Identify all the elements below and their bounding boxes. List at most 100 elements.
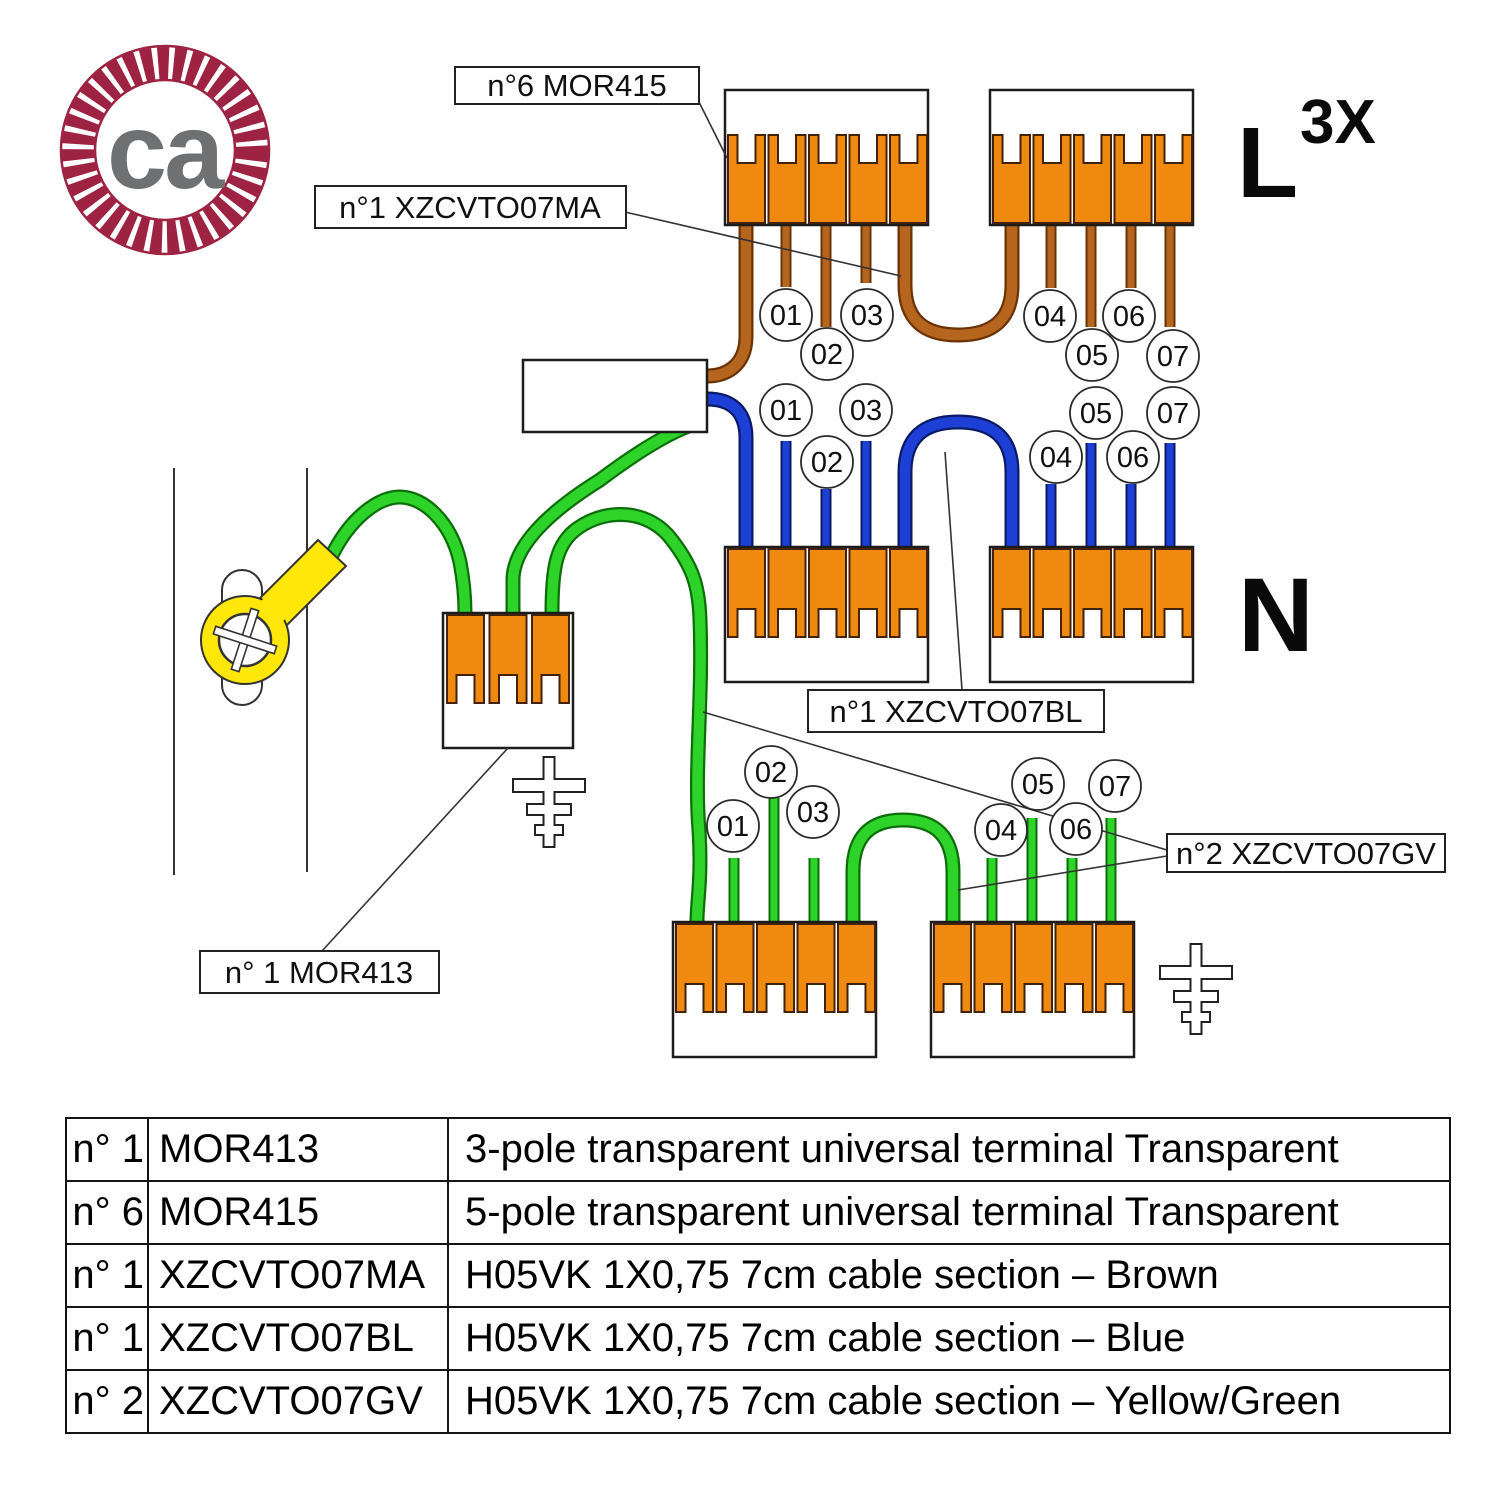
svg-text:04: 04 bbox=[1040, 442, 1072, 474]
svg-text:06: 06 bbox=[1060, 814, 1092, 846]
leader-cable-blue bbox=[944, 451, 963, 691]
svg-text:03: 03 bbox=[850, 395, 882, 427]
green-wire-stubs bbox=[728, 798, 1117, 922]
svg-text:02: 02 bbox=[811, 447, 843, 479]
table-row: n° 1 XZCVTO07BL H05VK 1X0,75 7cm cable s… bbox=[65, 1306, 1451, 1371]
svg-text:n°6 MOR415: n°6 MOR415 bbox=[487, 68, 667, 103]
creative-cables-logo: ca bbox=[59, 44, 271, 256]
label-cable-brown: n°1 XZCVTO07MA bbox=[314, 185, 627, 229]
pin-badge-earth-06: 06 bbox=[1049, 802, 1103, 856]
pin-badge-neutral-03: 03 bbox=[839, 383, 893, 437]
table-row: n° 2 XZCVTO07GV H05VK 1X0,75 7cm cable s… bbox=[65, 1369, 1451, 1434]
pin-badge-live-06: 06 bbox=[1102, 289, 1156, 343]
table-row: n° 6 MOR415 5-pole transparent universal… bbox=[65, 1180, 1451, 1245]
green-eyelet-wire bbox=[324, 489, 473, 614]
svg-text:07: 07 bbox=[1157, 398, 1189, 430]
terminal-5pole-live-right bbox=[988, 88, 1195, 227]
component-box bbox=[521, 358, 709, 434]
svg-text:04: 04 bbox=[1034, 301, 1066, 333]
svg-text:07: 07 bbox=[1157, 341, 1189, 373]
svg-text:07: 07 bbox=[1099, 771, 1131, 803]
table-row: n° 1 XZCVTO07MA H05VK 1X0,75 7cm cable s… bbox=[65, 1243, 1451, 1308]
part-code: XZCVTO07MA bbox=[147, 1243, 449, 1308]
brown-wire-feed bbox=[706, 225, 754, 384]
blue-jumper-cable bbox=[897, 414, 1020, 547]
ground-symbol-icon bbox=[512, 756, 586, 848]
pin-badge-earth-03: 03 bbox=[786, 785, 840, 839]
leader-mor415 bbox=[697, 99, 728, 159]
live-multiplier: 3X bbox=[1300, 88, 1376, 157]
label-cable-green: n°2 XZCVTO07GV bbox=[1166, 833, 1446, 873]
pin-badge-neutral-04: 04 bbox=[1029, 430, 1083, 484]
part-desc: H05VK 1X0,75 7cm cable section – Brown bbox=[447, 1243, 1451, 1308]
part-qty: n° 2 bbox=[65, 1369, 149, 1434]
green-long-wire bbox=[544, 507, 709, 923]
svg-text:02: 02 bbox=[755, 757, 787, 789]
earth-eyelet-terminal bbox=[200, 538, 348, 685]
svg-text:04: 04 bbox=[985, 815, 1017, 847]
leader-cable-green-2 bbox=[957, 855, 1168, 891]
part-desc: H05VK 1X0,75 7cm cable section – Yellow/… bbox=[447, 1369, 1451, 1434]
terminal-5pole-neutral-right bbox=[988, 545, 1195, 684]
terminal-5pole-earth-left bbox=[671, 920, 878, 1059]
svg-text:01: 01 bbox=[717, 811, 749, 843]
pin-badge-neutral-07: 07 bbox=[1146, 386, 1200, 440]
pin-badge-earth-02: 02 bbox=[744, 745, 798, 799]
label-mor413: n° 1 MOR413 bbox=[199, 950, 440, 994]
part-qty: n° 1 bbox=[65, 1117, 149, 1182]
pin-badge-neutral-02: 02 bbox=[800, 435, 854, 489]
part-desc: H05VK 1X0,75 7cm cable section – Blue bbox=[447, 1306, 1451, 1371]
pin-badge-live-01: 01 bbox=[759, 288, 813, 342]
pin-badge-live-02: 02 bbox=[800, 327, 854, 381]
part-desc: 5-pole transparent universal terminal Tr… bbox=[447, 1180, 1451, 1245]
part-code: XZCVTO07BL bbox=[147, 1306, 449, 1371]
svg-text:n°1 XZCVTO07BL: n°1 XZCVTO07BL bbox=[829, 694, 1082, 729]
brown-jumper-cable bbox=[897, 225, 1020, 343]
pin-badge-earth-01: 01 bbox=[706, 799, 760, 853]
pin-badge-live-03: 03 bbox=[840, 288, 894, 342]
svg-text:n°1 XZCVTO07MA: n°1 XZCVTO07MA bbox=[339, 190, 601, 225]
blue-wire-stubs bbox=[780, 441, 1176, 547]
svg-text:n°2 XZCVTO07GV: n°2 XZCVTO07GV bbox=[1176, 836, 1436, 871]
svg-text:05: 05 bbox=[1076, 340, 1108, 372]
svg-text:n° 1 MOR413: n° 1 MOR413 bbox=[225, 955, 413, 990]
part-code: MOR415 bbox=[147, 1180, 449, 1245]
pin-badge-neutral-01: 01 bbox=[759, 383, 813, 437]
terminal-5pole-live-left bbox=[723, 88, 930, 227]
leader-cable-brown bbox=[624, 211, 902, 277]
live-line-letter: L bbox=[1237, 107, 1298, 219]
table-row: n° 1 MOR413 3-pole transparent universal… bbox=[65, 1117, 1451, 1182]
pin-badge-neutral-05: 05 bbox=[1069, 386, 1123, 440]
part-qty: n° 1 bbox=[65, 1306, 149, 1371]
part-code: MOR413 bbox=[147, 1117, 449, 1182]
svg-text:01: 01 bbox=[770, 300, 802, 332]
pin-badge-earth-05: 05 bbox=[1011, 757, 1065, 811]
leader-mor413 bbox=[321, 747, 509, 952]
terminal-3pole-earth bbox=[441, 611, 575, 750]
label-mor415: n°6 MOR415 bbox=[454, 66, 700, 105]
svg-text:02: 02 bbox=[811, 339, 843, 371]
parts-table: n° 1 MOR413 3-pole transparent universal… bbox=[65, 1117, 1451, 1434]
svg-text:05: 05 bbox=[1022, 769, 1054, 801]
part-qty: n° 1 bbox=[65, 1243, 149, 1308]
part-qty: n° 6 bbox=[65, 1180, 149, 1245]
svg-text:03: 03 bbox=[797, 797, 829, 829]
pin-badge-live-05: 05 bbox=[1065, 328, 1119, 382]
part-desc: 3-pole transparent universal terminal Tr… bbox=[447, 1117, 1451, 1182]
svg-text:06: 06 bbox=[1117, 442, 1149, 474]
terminal-5pole-neutral-left bbox=[723, 545, 930, 684]
svg-text:01: 01 bbox=[770, 395, 802, 427]
svg-text:06: 06 bbox=[1113, 301, 1145, 333]
neutral-line-letter: N bbox=[1238, 557, 1314, 674]
diagram-canvas: n°6 MOR415 n°1 XZCVTO07MA n°1 XZCVTO07BL… bbox=[59, 44, 1446, 1059]
ground-symbol-icon bbox=[1159, 943, 1233, 1035]
pin-badge-earth-07: 07 bbox=[1088, 759, 1142, 813]
logo-text: ca bbox=[107, 90, 225, 211]
terminal-5pole-earth-right bbox=[929, 920, 1136, 1059]
blue-wire-feed bbox=[706, 391, 754, 547]
svg-text:03: 03 bbox=[851, 300, 883, 332]
part-code: XZCVTO07GV bbox=[147, 1369, 449, 1434]
pin-badge-live-04: 04 bbox=[1023, 289, 1077, 343]
pin-badge-neutral-06: 06 bbox=[1106, 430, 1160, 484]
